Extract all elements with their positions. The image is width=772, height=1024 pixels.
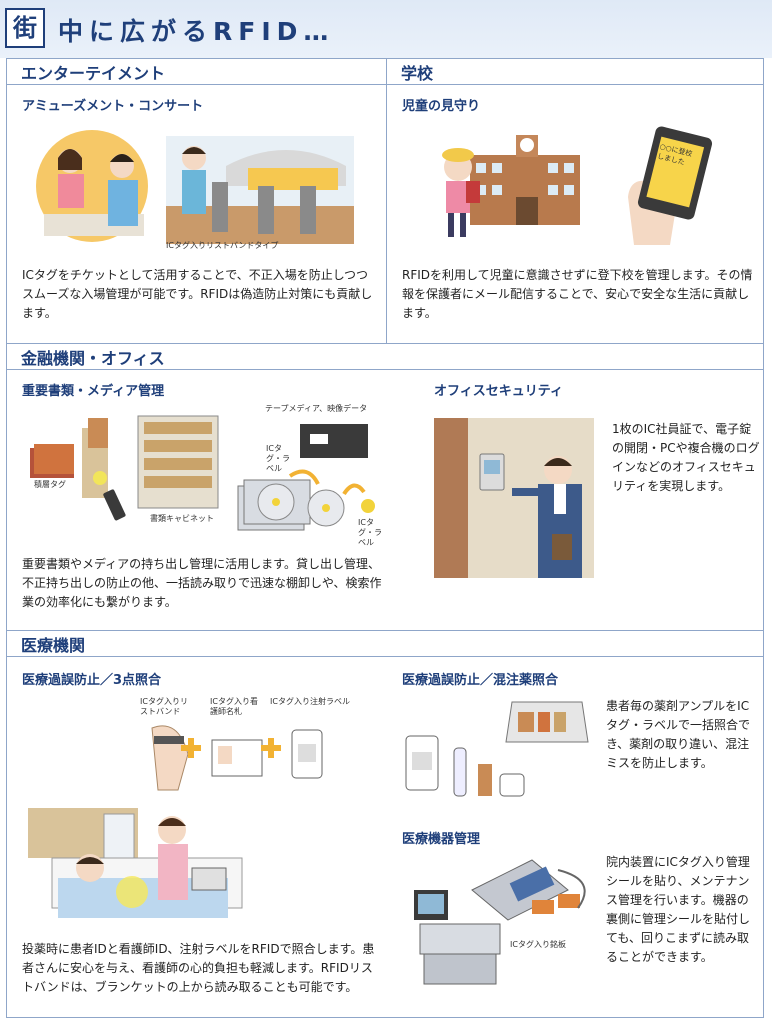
content-frame [6,58,764,1018]
subheading-document-media: 重要書類・メディア管理 [22,384,165,399]
section-heading-finance: 金融機関・オフィス [21,349,165,368]
label-injection: ICタグ入り注射ラベル [270,697,350,706]
subheading-office-security: オフィスセキュリティ [434,384,563,399]
subheading-amusement: アミューズメント・コンサート [22,99,204,114]
device-management-illustration [414,859,586,985]
label-ictag-1: ICタグ・ラベル [266,444,290,473]
page-title: 中に広がるRFID… [58,17,335,46]
office-security-illustration [434,418,594,578]
label-wristband: ICタグ入りリストバンド [140,697,188,716]
section-bar-finance: 金融機関・オフィス [6,343,764,370]
label-ictag-2: ICタグ・ラベル [358,518,382,547]
paragraph-device-management: 院内装置にICタグ入り管理シールを貼り、メンテナンス管理を行います。機器の裏側に… [606,855,751,964]
subheading-three-point-check: 医療過誤防止／3点照合 [22,673,162,688]
subheading-mixed-drug-check: 医療過誤防止／混注薬照合 [402,673,559,688]
paragraph-office-security: 1枚のIC社員証で、電子錠の開閉・PCや複合機のログインなどのオフィスセキュリテ… [612,422,760,493]
divider [386,58,387,343]
divider [6,630,764,631]
subheading-device-management: 医療機器管理 [402,832,481,847]
header-badge: 街 [5,8,45,48]
section-bar-entertainment: エンターテイメント [6,58,386,85]
label-cabinet: 書類キャビネット [150,514,214,523]
divider [6,343,764,344]
caption-wristband: ICタグ入りリストバンドタイプ [166,241,279,250]
section-heading-entertainment: エンターテイメント [21,64,166,83]
section-bar-medical: 医療機関 [6,630,764,657]
mixed-drug-illustration [405,701,589,797]
label-nurse-badge: ICタグ入り看護師名札 [210,697,258,716]
paragraph-document-media: 重要書類やメディアの持ち出し管理に活用します。貸し出し管理、不正持ち出しの防止の… [22,557,382,609]
section-heading-medical: 医療機関 [21,636,86,655]
label-folder-tag: 積層タグ [34,480,66,489]
page-header: 街 中に広がるRFID… [0,0,772,58]
label-tape-media: テープメディア、映像データ [265,404,368,413]
school-illustration [442,126,713,245]
section-bar-school: 学校 [386,58,764,85]
amusement-illustration [36,130,354,244]
three-point-check-illustration [28,725,323,918]
document-media-illustration [30,415,375,531]
paragraph-mixed-drug-check: 患者毎の薬剤アンプルをICタグ・ラベルで一括照合でき、薬剤の取り違い、混注ミスを… [606,699,751,770]
subheading-child-watch: 児童の見守り [402,99,481,114]
paragraph-three-point-check: 投薬時に患者IDと看護師ID、注射ラベルをRFIDで照合します。患者さんに安心を… [22,942,375,994]
paragraph-school: RFIDを利用して児童に意識させずに登下校を管理します。その情報を保護者にメール… [402,268,753,320]
section-heading-school: 学校 [401,64,434,83]
caption-nameplate: ICタグ入り銘板 [510,940,566,949]
paragraph-entertainment: ICタグをチケットとして活用することで、不正入場を防止しつつスムーズな入場管理が… [22,268,373,320]
